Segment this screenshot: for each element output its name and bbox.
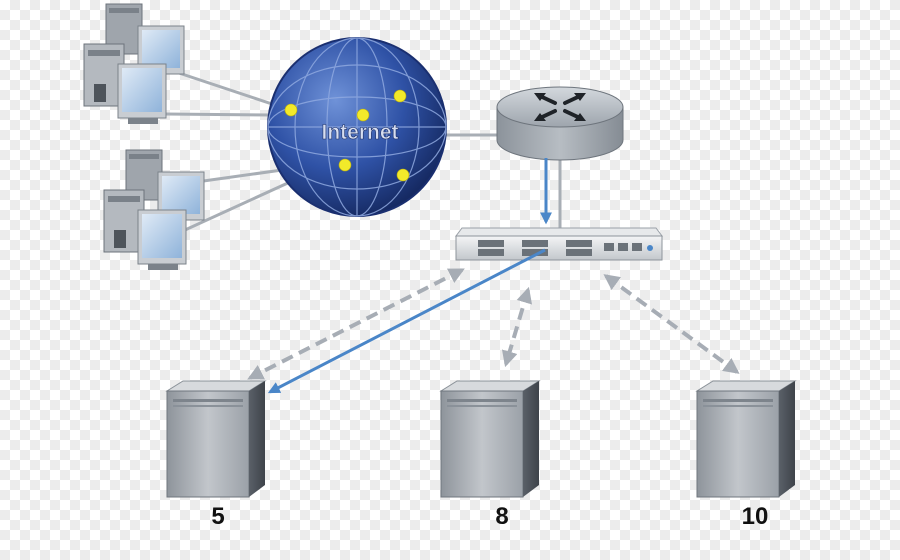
server-icon: [166, 380, 266, 498]
server-label: 5: [211, 503, 225, 530]
router-icon: [496, 86, 624, 161]
server-icon: [696, 380, 796, 498]
workstation-icon: [83, 3, 185, 125]
server-label: 10: [741, 503, 769, 530]
server-icon: [440, 380, 540, 498]
switch-server-5-link: [267, 248, 546, 394]
server-label: 8: [495, 503, 509, 530]
workstation-icon: [103, 149, 205, 271]
dashed-links: [247, 268, 740, 380]
globe-icon: [267, 37, 447, 217]
switch-icon: [455, 227, 663, 261]
internet-label: Internet: [321, 121, 398, 144]
